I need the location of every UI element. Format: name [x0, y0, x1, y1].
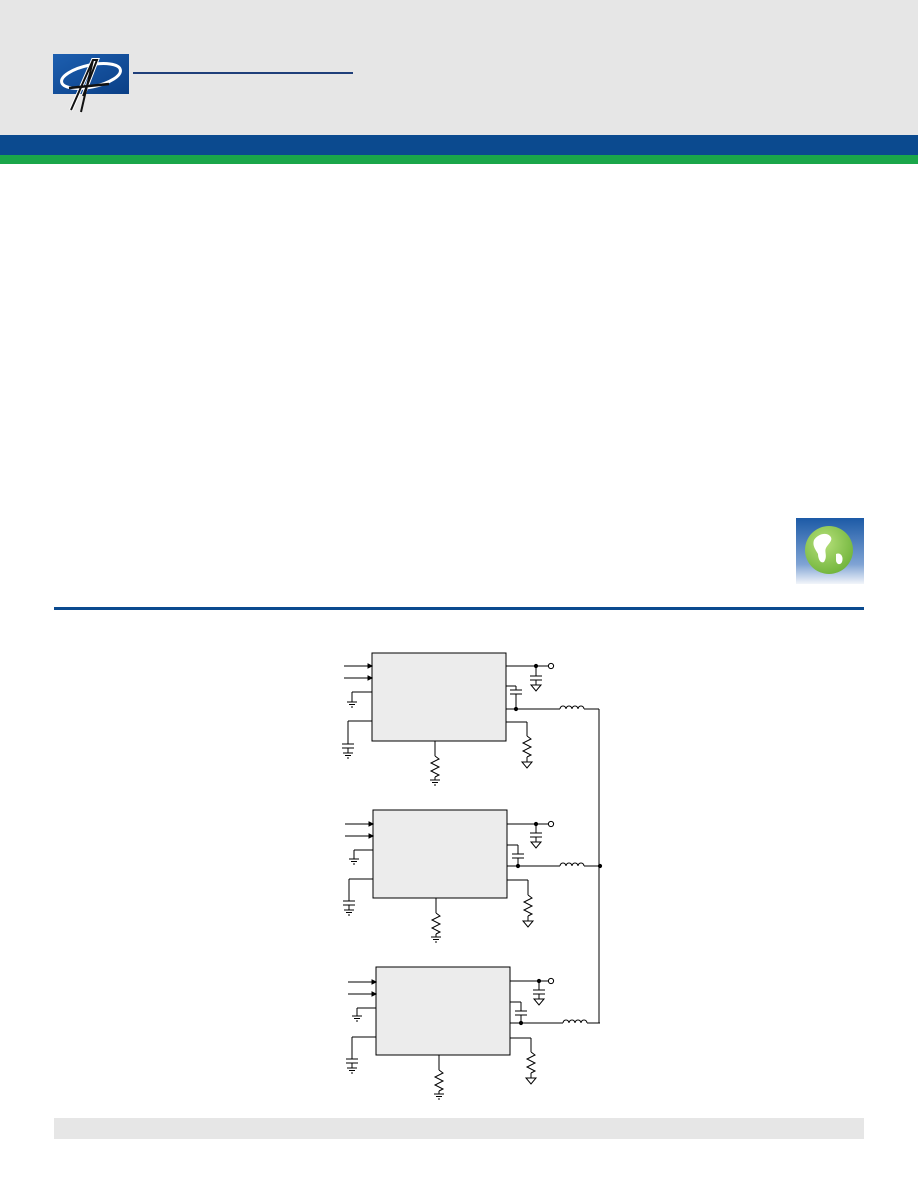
globe-badge-icon: [796, 518, 864, 584]
stage-1: [342, 652, 599, 786]
section-rule: [54, 607, 864, 610]
stage-2: [343, 809, 603, 943]
header-stripe-green: [0, 155, 918, 164]
header-band: [0, 0, 918, 135]
header-stripe-blue: [0, 135, 918, 155]
parallel-stage-schematic: [342, 652, 603, 1100]
company-logo-icon: [53, 54, 129, 113]
header-rule: [133, 72, 353, 74]
footer-bar: [54, 1118, 864, 1139]
stage-3: [346, 966, 600, 1100]
